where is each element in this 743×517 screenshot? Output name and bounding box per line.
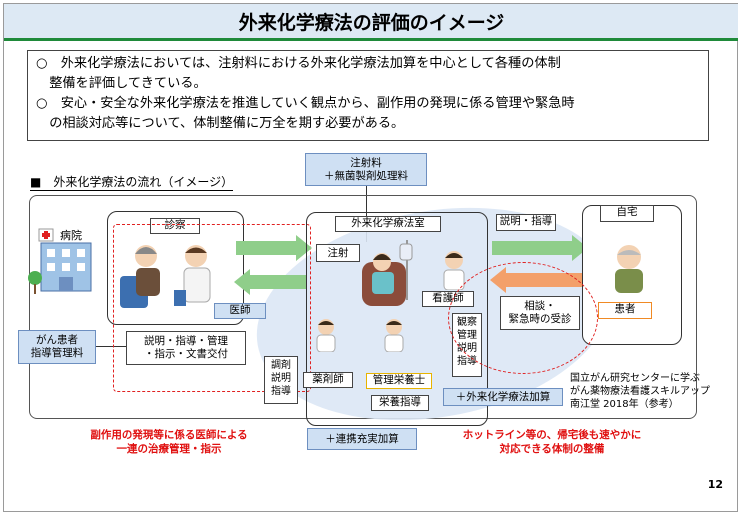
- summary-line: の相談対応等について、体制整備に万全を期す必要がある。: [36, 114, 700, 134]
- doctor-management-dashed: [113, 224, 311, 392]
- flow-arrow-left: [250, 275, 306, 289]
- flow-arrow-home: [492, 241, 572, 255]
- flow-arrow-right: [236, 241, 296, 255]
- flow-arrow-head: [296, 235, 312, 261]
- bullet-mark: ○: [36, 56, 48, 71]
- title-band: [4, 4, 738, 38]
- elderly-patient-illustration: [605, 243, 653, 293]
- outpatient-room-label: 外来化学療法室: [335, 216, 441, 232]
- title-underline: [4, 38, 738, 41]
- connector-line: [96, 346, 126, 347]
- connector-line: [366, 186, 367, 242]
- label-line: 説明・指導・管理: [144, 335, 228, 347]
- doctor-label: 医師: [214, 303, 266, 319]
- home-label: 自宅: [600, 205, 654, 222]
- label-line: 注射料: [350, 157, 382, 169]
- label-line: がん患者: [36, 334, 78, 346]
- patient-chair-illustration: [356, 240, 436, 312]
- summary-line: ○ 外来化学療法においては、注射料における外来化学療法加算を中心として各種の体制: [36, 54, 700, 74]
- consultation-label: 診察: [150, 218, 200, 234]
- label-line: がん薬物療法看護スキルアップ: [570, 386, 710, 397]
- flow-heading: ■ 外来化学療法の流れ（イメージ）: [30, 175, 234, 191]
- flow-arrow-head: [234, 269, 250, 295]
- patient-label: 患者: [598, 302, 652, 319]
- page-title: 外来化学療法の評価のイメージ: [238, 12, 505, 34]
- page-number: 12: [707, 478, 723, 491]
- injection-fee-label: 注射料 ＋無菌製剤処理料: [305, 153, 427, 186]
- label-line: 調剤: [271, 360, 291, 371]
- label-line: ・指示・文書交付: [144, 348, 228, 360]
- label-line: 指導: [457, 356, 477, 367]
- hotline-dashed-ellipse: [448, 262, 598, 374]
- summary-box: ○ 外来化学療法においては、注射料における外来化学療法加算を中心として各種の体制…: [27, 50, 709, 141]
- nurse-illustration: [437, 250, 471, 291]
- dietitian-illustration: [380, 318, 408, 353]
- slide-frame: [3, 3, 738, 512]
- label-line: 一連の治療管理・指示: [116, 443, 222, 455]
- label-line: 指導: [271, 386, 291, 397]
- summary-text: 外来化学療法においては、注射料における外来化学療法加算を中心として各種の体制: [60, 56, 561, 71]
- summary-text: 安心・安全な外来化学療法を推進していく観点から、副作用の発現に係る管理や緊急時: [60, 96, 575, 111]
- collab-addition-label: ＋連携充実加算: [307, 428, 417, 450]
- source-note: 国立がん研究センターに学ぶ がん薬物療法看護スキルアップ 南江堂 2018年（参…: [570, 372, 710, 411]
- bullet-mark: ○: [36, 96, 48, 111]
- label-line: 対応できる体制の整備: [499, 443, 605, 455]
- dispensing-box: 調剤 説明 指導: [264, 356, 298, 404]
- summary-text: の相談対応等について、体制整備に万全を期す必要がある。: [49, 116, 405, 131]
- consultation-illustration: [120, 240, 220, 312]
- tree-icon: [28, 270, 42, 294]
- summary-line: ○ 安心・安全な外来化学療法を推進していく観点から、副作用の発現に係る管理や緊急…: [36, 94, 700, 114]
- chemo-addition-label: ＋外来化学療法加算: [443, 388, 563, 406]
- label-line: ホットライン等の、帰宅後も速やかに: [462, 429, 642, 441]
- dietitian-label: 管理栄養士: [366, 373, 432, 389]
- doctor-tasks-box: 説明・指導・管理 ・指示・文書交付: [126, 331, 246, 365]
- hospital-label: 病院: [60, 229, 82, 242]
- label-line: ＋無菌製剤処理料: [324, 170, 408, 182]
- label-line: 副作用の発現等に係る医師による: [90, 429, 248, 441]
- nutrition-guidance-label: 栄養指導: [371, 395, 429, 411]
- label-line: 説明: [271, 373, 291, 384]
- label-line: 国立がん研究センターに学ぶ: [570, 373, 700, 384]
- red-note-hotline: ホットライン等の、帰宅後も速やかに 対応できる体制の整備: [452, 428, 652, 456]
- label-line: 南江堂 2018年（参考）: [570, 399, 679, 410]
- red-note-doctor: 副作用の発現等に係る医師による 一連の治療管理・指示: [74, 428, 264, 456]
- summary-line: 整備を評価してきている。: [36, 74, 700, 94]
- summary-text: 整備を評価してきている。: [49, 76, 207, 91]
- flow-diagram-frame: [29, 195, 697, 419]
- pharmacist-illustration: [312, 318, 340, 353]
- injection-label: 注射: [316, 244, 360, 262]
- hospital-building-icon: [37, 225, 95, 293]
- explain-guide-label: 説明・指導: [496, 214, 556, 231]
- pharmacist-label: 薬剤師: [303, 372, 353, 388]
- label-line: 指導管理料: [30, 347, 84, 359]
- cancer-guidance-fee-label: がん患者 指導管理料: [18, 330, 96, 364]
